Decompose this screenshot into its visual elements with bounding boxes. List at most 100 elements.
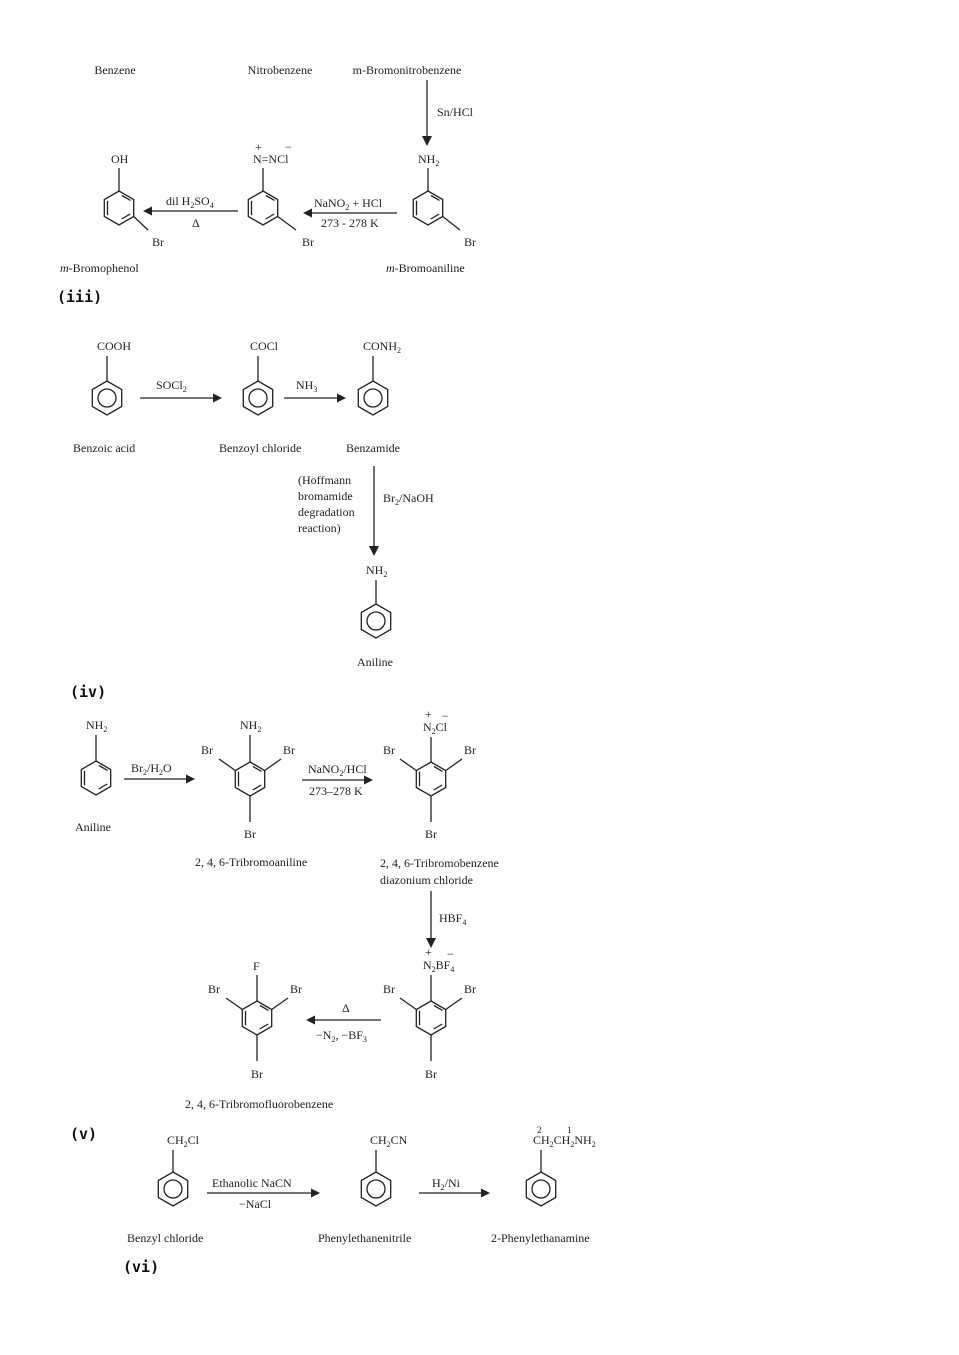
name-aniline-iv: Aniline bbox=[357, 655, 393, 669]
molecule-aniline-iv: NH2 bbox=[360, 563, 392, 639]
molecule-tribromoaniline: NH2 Br Br Br bbox=[201, 718, 295, 841]
svg-text:CONH2: CONH2 bbox=[363, 339, 401, 355]
svg-text:COOH: COOH bbox=[97, 339, 131, 353]
reagent-temp-iii: 273 - 278 K bbox=[321, 216, 379, 230]
section-label-iv: (iv) bbox=[70, 683, 106, 701]
svg-text:F: F bbox=[253, 959, 260, 973]
molecule-m-bromophenol: OH Br bbox=[103, 152, 164, 249]
svg-text:CH2CN: CH2CN bbox=[370, 1133, 408, 1149]
molecule-benzoyl-chloride: COCl bbox=[242, 339, 279, 416]
svg-text:Br: Br bbox=[383, 743, 395, 757]
molecule-bromobenzenediazonium: + − N=NCl Br bbox=[247, 140, 314, 249]
svg-text:Br: Br bbox=[208, 982, 220, 996]
scheme-iii: Benzene Nitrobenzene m-Bromonitrobenzene… bbox=[60, 63, 476, 275]
reagent-delta-iii: Δ bbox=[192, 216, 200, 230]
name-benzamide: Benzamide bbox=[346, 441, 400, 455]
reagent-sn-hcl: Sn/HCl bbox=[437, 105, 474, 119]
reagent-loss-n2-bf3: −N2, −BF3 bbox=[316, 1028, 367, 1044]
molecule-benzyl-chloride: CH2Cl bbox=[157, 1133, 200, 1207]
name-diazonium-line1: 2, 4, 6-Tribromobenzene bbox=[380, 856, 499, 870]
molecule-aniline-v: NH2 bbox=[80, 718, 112, 796]
svg-text:Br: Br bbox=[283, 743, 295, 757]
reagent-br2-naoh: Br2/NaOH bbox=[383, 491, 434, 507]
molecule-2-phenylethanamine: 2 1 CH2CH2NH2 bbox=[525, 1125, 596, 1207]
reagent-h2-ni: H2/Ni bbox=[432, 1176, 461, 1192]
svg-text:Br: Br bbox=[425, 1067, 437, 1081]
svg-text:COCl: COCl bbox=[250, 339, 279, 353]
hoffmann-note-4: reaction) bbox=[298, 521, 341, 535]
svg-text:Br: Br bbox=[425, 827, 437, 841]
svg-text:+: + bbox=[255, 140, 262, 154]
svg-text:Br: Br bbox=[201, 743, 213, 757]
svg-text:N=NCl: N=NCl bbox=[253, 152, 289, 166]
name-tribromoaniline: 2, 4, 6-Tribromoaniline bbox=[195, 855, 307, 869]
reagent-ethanolic-nacn: Ethanolic NaCN bbox=[212, 1176, 292, 1190]
svg-text:NH2: NH2 bbox=[86, 718, 107, 734]
svg-text:Br: Br bbox=[244, 827, 256, 841]
reagent-br2-h2o: Br2/H2O bbox=[131, 761, 172, 777]
svg-text:N2Cl: N2Cl bbox=[423, 720, 448, 736]
svg-text:−: − bbox=[442, 709, 449, 723]
scheme-v: NH2 Aniline Br2/H2O NH2 Br Br Br 2, 4, 6… bbox=[75, 707, 499, 1111]
reagent-minus-nacl: −NaCl bbox=[239, 1197, 272, 1211]
section-label-v: (v) bbox=[70, 1125, 97, 1143]
svg-text:Br: Br bbox=[251, 1067, 263, 1081]
svg-text:NH2: NH2 bbox=[418, 152, 439, 168]
svg-text:−: − bbox=[285, 140, 292, 154]
scheme-vi: CH2Cl Benzyl chloride Ethanolic NaCN −Na… bbox=[127, 1125, 596, 1245]
svg-text:Br: Br bbox=[290, 982, 302, 996]
svg-text:Br: Br bbox=[464, 235, 476, 249]
reagent-nh3: NH3 bbox=[296, 378, 317, 394]
svg-text:CH2CH2NH2: CH2CH2NH2 bbox=[533, 1133, 596, 1149]
reagent-nano2-hcl: NaNO2 + HCl bbox=[314, 196, 383, 212]
arrowhead bbox=[422, 136, 432, 146]
svg-text:OH: OH bbox=[111, 152, 129, 166]
section-label-vi: (vi) bbox=[123, 1258, 159, 1276]
svg-text:NH2: NH2 bbox=[240, 718, 261, 734]
svg-text:+: + bbox=[425, 945, 432, 959]
svg-text:1: 1 bbox=[567, 1125, 572, 1135]
svg-text:CH2Cl: CH2Cl bbox=[167, 1133, 200, 1149]
name-aniline-v: Aniline bbox=[75, 820, 111, 834]
molecule-phenylethanenitrile: CH2CN bbox=[360, 1133, 408, 1207]
name-2-phenylethanamine: 2-Phenylethanamine bbox=[491, 1231, 590, 1245]
name-benzyl-chloride: Benzyl chloride bbox=[127, 1231, 203, 1245]
svg-text:Br: Br bbox=[383, 982, 395, 996]
name-phenylethanenitrile: Phenylethanenitrile bbox=[318, 1231, 411, 1245]
name-m-bromoaniline: m-Bromoaniline bbox=[386, 261, 465, 275]
name-tribromofluorobenzene: 2, 4, 6-Tribromofluorobenzene bbox=[185, 1097, 333, 1111]
reagent-dil-h2so4: dil H2SO4 bbox=[166, 194, 214, 210]
scheme-iv: COOH Benzoic acid SOCl2 COCl Benzoyl chl… bbox=[73, 339, 434, 669]
reagent-delta-v: Δ bbox=[342, 1001, 350, 1015]
molecule-benzoic-acid: COOH bbox=[91, 339, 131, 416]
name-m-bromophenol: m-Bromophenol bbox=[60, 261, 139, 275]
svg-text:Br: Br bbox=[464, 743, 476, 757]
hoffmann-note-1: (Hoffmann bbox=[298, 473, 351, 487]
svg-text:Br: Br bbox=[152, 235, 164, 249]
reagent-socl2: SOCl2 bbox=[156, 378, 187, 394]
cut-label-bromonitrobenzene: m-Bromonitrobenzene bbox=[353, 63, 462, 77]
molecule-tribromo-diazonium-bf4: + − N2BF4 Br Br Br bbox=[383, 945, 476, 1081]
svg-text:2: 2 bbox=[537, 1125, 542, 1135]
name-diazonium-line2: diazonium chloride bbox=[380, 873, 473, 887]
section-label-iii: (iii) bbox=[57, 288, 102, 306]
svg-text:−: − bbox=[447, 947, 454, 961]
cut-label-nitrobenzene: Nitrobenzene bbox=[248, 63, 313, 77]
svg-text:Br: Br bbox=[302, 235, 314, 249]
reagent-hbf4: HBF4 bbox=[439, 911, 466, 927]
svg-text:+: + bbox=[425, 707, 432, 721]
reagent-nano2-v: NaNO2/HCl bbox=[308, 762, 367, 778]
name-benzoic-acid: Benzoic acid bbox=[73, 441, 135, 455]
molecule-m-bromoaniline: NH2 Br bbox=[412, 152, 476, 249]
hoffmann-note-2: bromamide bbox=[298, 489, 353, 503]
molecule-tribromofluorobenzene: F Br Br Br bbox=[208, 959, 302, 1081]
name-benzoyl-chloride: Benzoyl chloride bbox=[219, 441, 301, 455]
svg-text:NH2: NH2 bbox=[366, 563, 387, 579]
reagent-temp-v: 273–278 K bbox=[309, 784, 363, 798]
hoffmann-note-3: degradation bbox=[298, 505, 355, 519]
molecule-benzamide: CONH2 bbox=[357, 339, 401, 416]
cut-label-benzene: Benzene bbox=[94, 63, 135, 77]
molecule-tribromo-diazonium-chloride: + − N2Cl Br Br Br bbox=[383, 707, 476, 841]
svg-text:Br: Br bbox=[464, 982, 476, 996]
